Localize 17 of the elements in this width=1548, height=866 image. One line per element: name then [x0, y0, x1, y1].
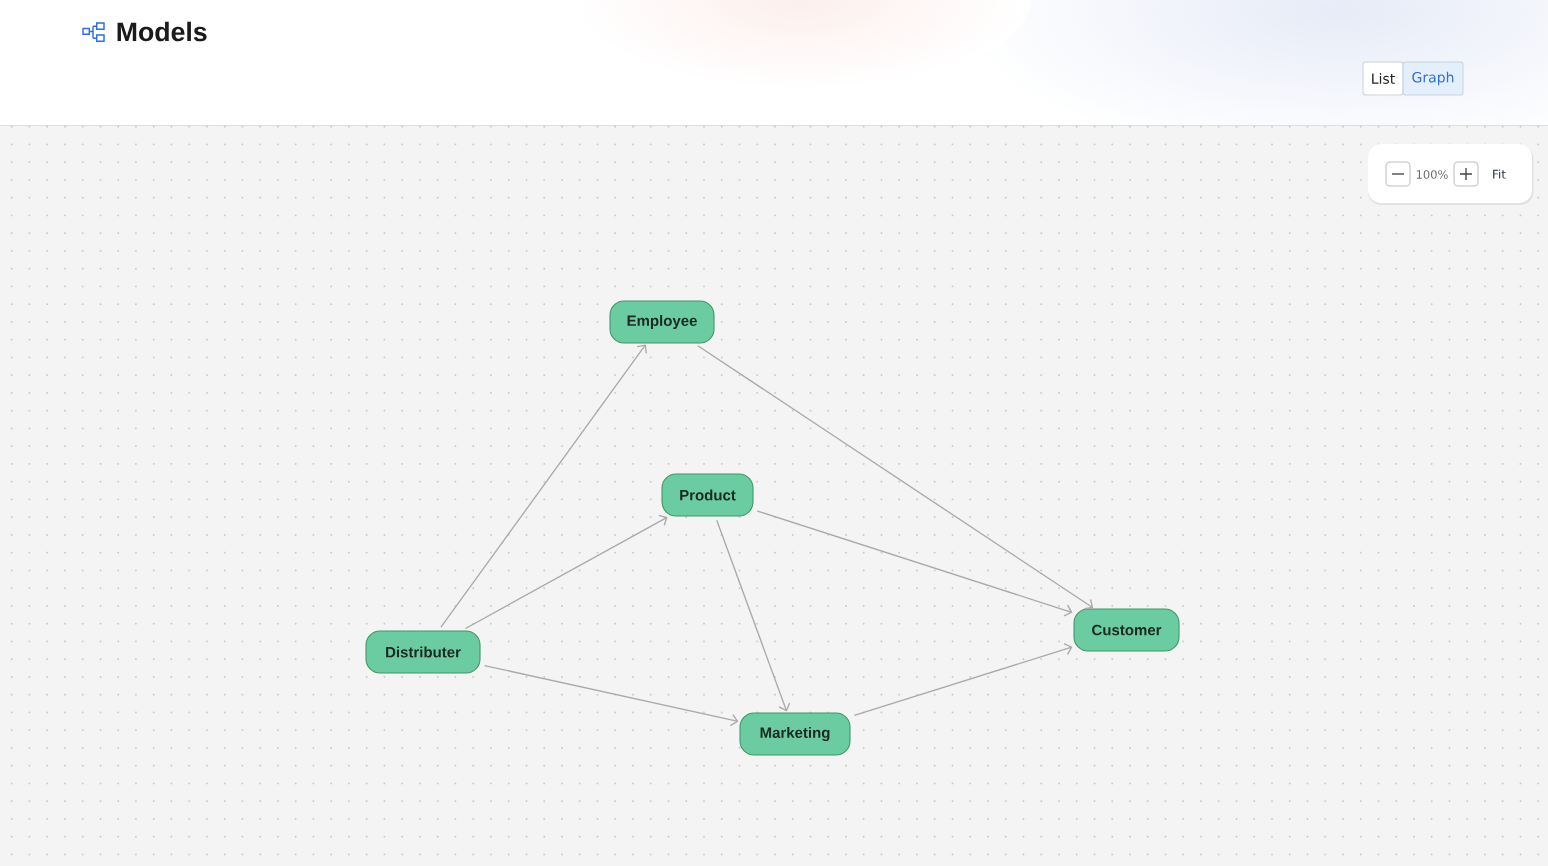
list-tab: List [1362, 61, 1404, 96]
entity-box: Customer [1073, 608, 1180, 652]
entity-box: Distributer [365, 630, 481, 674]
entity-box: Marketing [739, 712, 851, 756]
arrow [483, 664, 739, 727]
fit-label: Fit [1493, 169, 1506, 179]
graph-tab: Graph [1402, 61, 1464, 96]
arrow [697, 345, 1094, 610]
zoom-level: 100% [1416, 170, 1448, 179]
entity-box: Product [661, 473, 754, 517]
arrow [440, 344, 647, 628]
arrow [464, 514, 668, 630]
arrow [756, 510, 1073, 617]
page-title: Models [117, 21, 207, 42]
entity-box: Employee [609, 300, 715, 344]
arrow [716, 519, 791, 712]
arrow [853, 642, 1073, 717]
